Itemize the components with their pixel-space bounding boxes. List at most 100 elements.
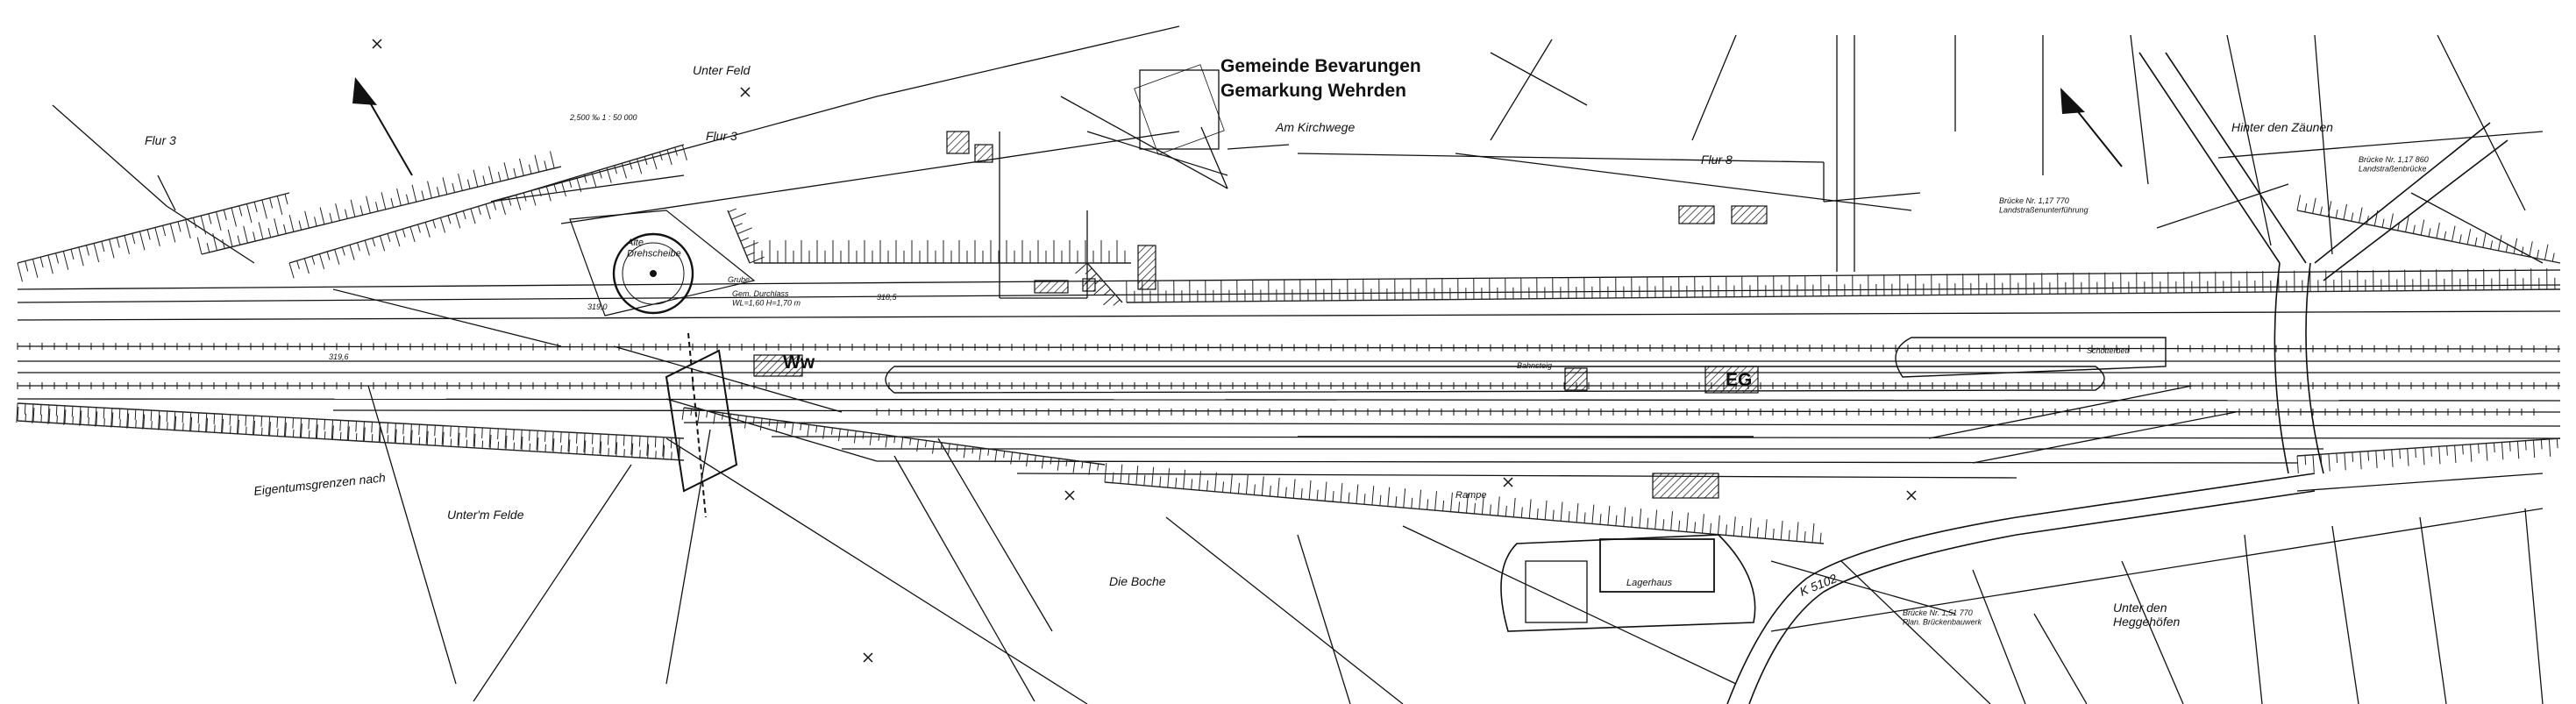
embankment-tick: [1253, 484, 1256, 495]
embankment-tick: [298, 220, 302, 231]
embankment-tick: [72, 416, 74, 424]
embankment-tick: [791, 422, 794, 435]
embankment-tick: [1733, 516, 1736, 537]
embankment-tick: [314, 217, 317, 227]
embankment-tick: [426, 430, 429, 445]
embankment-tick: [110, 408, 113, 428]
embankment-edge: [2296, 437, 2561, 457]
area-unterm-felde: Unter'm Felde: [447, 508, 524, 522]
embankment-tick: [862, 431, 865, 439]
embankment-tick: [2540, 439, 2543, 450]
embankment-edge: [17, 402, 685, 439]
embankment-tick: [300, 423, 302, 438]
embankment-tick: [2405, 216, 2409, 232]
embankment-tick: [2399, 449, 2401, 459]
embankment-tick: [1395, 496, 1398, 508]
embankment-tick: [1324, 481, 1327, 501]
embankment-tick: [528, 164, 532, 174]
embankment-tick: [349, 245, 355, 260]
embankment-tick: [1796, 522, 1799, 542]
area-flur8: Flur 8: [1701, 153, 1733, 167]
embankment-tick: [345, 209, 348, 219]
embankment-tick: [1411, 497, 1413, 508]
embankment-tick: [424, 222, 431, 238]
embankment-tick: [396, 188, 402, 206]
embankment-tick: [47, 254, 53, 274]
embankment-tick: [644, 156, 648, 166]
embankment-tick: [537, 437, 539, 452]
rampe-building: [1652, 473, 1719, 499]
area-hinter-den-zaunen: Hinter den Zäunen: [2231, 120, 2333, 134]
area-unter-feld: Unter Feld: [693, 63, 751, 77]
embankment-tick: [2537, 249, 2540, 259]
embankment-tick: [283, 417, 287, 437]
embankment-tick: [350, 199, 356, 217]
embankment-tick: [909, 437, 912, 445]
embankment-tick: [1379, 494, 1382, 506]
embankment-tick: [940, 442, 943, 450]
embankment-tick: [2548, 438, 2551, 457]
embankment-tick: [319, 207, 325, 224]
embankment-tick: [545, 185, 551, 202]
embankment-tick: [1702, 514, 1704, 534]
embankment-tick: [1427, 499, 1429, 510]
embankment-tick: [418, 424, 420, 436]
embankment-tick: [1552, 509, 1555, 521]
platform-label: Bahnsteig: [1517, 361, 1552, 370]
embankment-tick: [2459, 234, 2462, 244]
embankment-tick: [71, 406, 74, 417]
embankment-tick: [1072, 460, 1076, 473]
embankment-tick: [666, 149, 672, 166]
embankment-tick: [40, 414, 42, 423]
embankment-tick: [734, 223, 744, 227]
embankment-tick: [231, 207, 237, 227]
bridge-road: [2138, 52, 2508, 474]
embankment-tick: [1528, 499, 1532, 519]
embankment-tick: [1670, 511, 1674, 531]
embankment-tick: [308, 430, 310, 438]
embankment-tick: [481, 440, 484, 449]
municipality-title: Gemeinde Bevarungen: [1220, 56, 1421, 76]
embankment-tick: [2407, 448, 2409, 466]
road-bridge-left: [665, 332, 738, 518]
embankment-tick: [276, 428, 279, 437]
ownership-boundary-note: Eigentumsgrenzen nach: [253, 470, 387, 498]
embankment-tick: [127, 413, 130, 428]
embankment-tick: [326, 251, 331, 260]
embankment-tick: [64, 409, 67, 424]
embankment-tick: [274, 218, 279, 236]
embankment-tick: [1348, 492, 1350, 503]
embankment-tick: [80, 410, 82, 425]
embankment-tick: [455, 212, 461, 229]
embankment-tick: [1780, 520, 1783, 540]
embankment-tick: [48, 409, 51, 423]
embankment-tick: [339, 420, 341, 431]
embankment-tick: [584, 440, 587, 455]
embankment-tick: [169, 223, 176, 243]
embankment-tick: [752, 416, 755, 424]
embankment-tick: [1497, 496, 1500, 516]
embankment-tick: [846, 430, 849, 437]
embankment-tick: [390, 197, 395, 208]
embankment-tick: [329, 212, 333, 223]
embankment-tick: [1229, 473, 1233, 494]
embankment-tick: [177, 221, 181, 232]
embankment-tick: [1458, 501, 1461, 513]
embankment-tick: [1434, 491, 1437, 511]
embankment-tick: [212, 233, 217, 251]
embankment-tick: [1340, 483, 1343, 503]
embankment-tick: [1057, 458, 1060, 471]
embankment-tick: [78, 246, 84, 267]
embankment-tick: [410, 430, 413, 444]
embankment-tick: [2462, 444, 2464, 455]
embankment-tick: [154, 227, 160, 246]
embankment-tick: [39, 257, 44, 268]
embankment-tick: [1536, 508, 1539, 520]
embankment-tick: [2383, 450, 2386, 460]
embankment-tick: [583, 174, 587, 183]
lagerhaus-label: Lagerhaus: [1626, 578, 1672, 588]
embankment-tick: [500, 199, 507, 215]
embankment-tick: [355, 421, 357, 432]
embankment-tick: [466, 439, 468, 448]
embankment-tick: [2444, 231, 2447, 240]
